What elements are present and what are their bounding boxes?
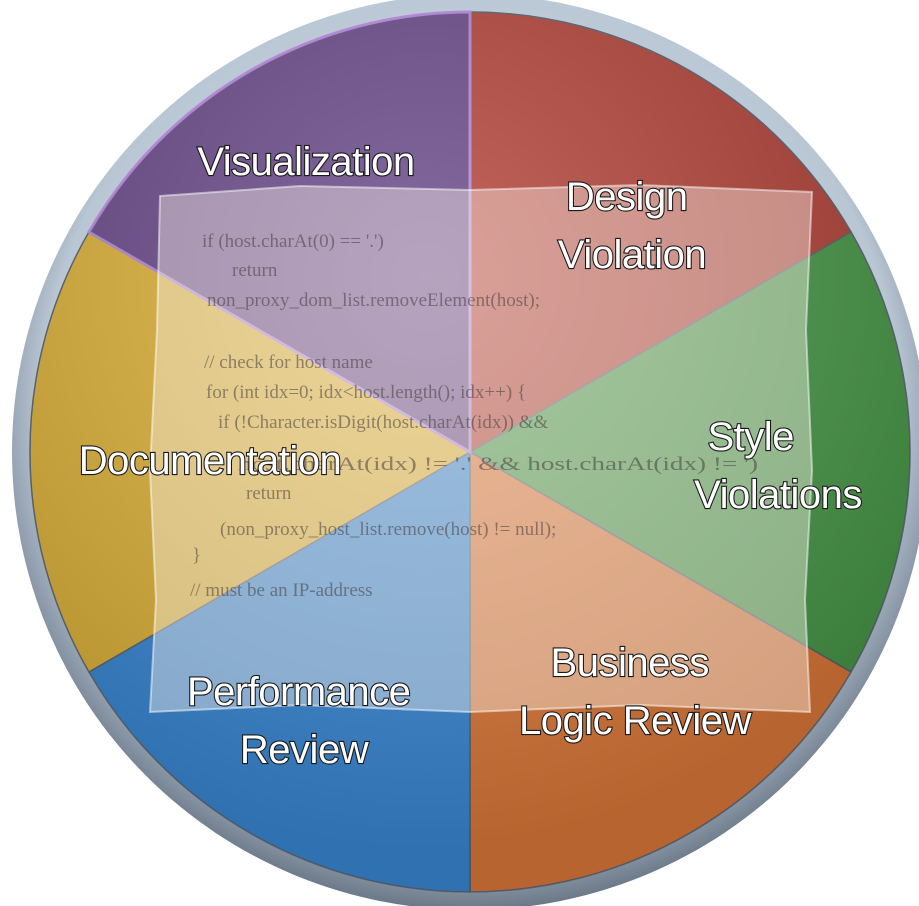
label-business-logic-review: Business Logic Review bbox=[519, 641, 752, 743]
label-style-violations: Style Violations bbox=[694, 415, 862, 517]
wheel-sheen bbox=[30, 12, 910, 892]
code-line: } bbox=[192, 545, 201, 566]
label-documentation: Documentation bbox=[79, 439, 342, 483]
label-visualization: Visualization bbox=[197, 140, 414, 184]
code-line: // must be an IP-address bbox=[190, 580, 373, 601]
code-line: host.charAt(idx) != '.' && host.charAt(i… bbox=[238, 454, 758, 475]
code-snippet: if (host.charAt(0) == '.') return non_pr… bbox=[190, 231, 758, 601]
code-line: return bbox=[246, 483, 292, 504]
code-line: if (host.charAt(0) == '.') bbox=[202, 231, 384, 252]
label-performance-review: Performance Review bbox=[187, 670, 421, 772]
code-line: if (!Character.isDigit(host.charAt(idx))… bbox=[218, 412, 549, 433]
code-line: (non_proxy_host_list.remove(host) != nul… bbox=[220, 519, 556, 540]
code-line: // check for host name bbox=[204, 352, 373, 373]
code-line: for (int idx=0; idx<host.length(); idx++… bbox=[206, 382, 526, 403]
code-line: non_proxy_dom_list.removeElement(host); bbox=[207, 290, 540, 311]
code-panel bbox=[148, 183, 814, 714]
label-design-violation: Design Violation bbox=[558, 175, 706, 277]
code-line: return bbox=[232, 260, 278, 281]
